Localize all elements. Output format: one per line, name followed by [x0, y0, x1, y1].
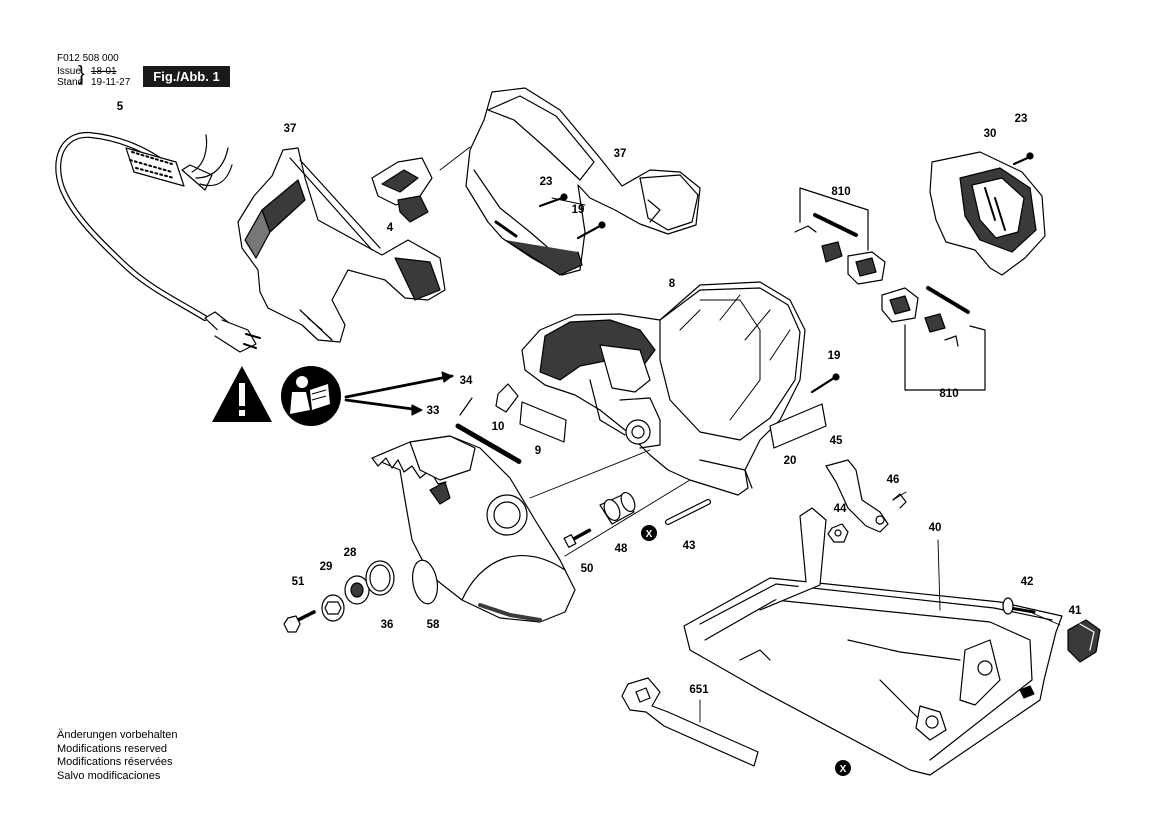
stand-label: Stand — [57, 77, 84, 88]
adjusting-knob — [1067, 619, 1101, 663]
motor-cap — [929, 151, 1046, 276]
part-label-46: 46 — [887, 474, 900, 486]
return-spring — [455, 397, 523, 465]
part-label-651: 651 — [689, 684, 709, 696]
motor-housing — [521, 281, 806, 496]
part-label-29: 29 — [320, 561, 333, 573]
hex-wrench — [621, 677, 759, 767]
part-label-23-cap: 23 — [1015, 113, 1028, 125]
brush-holder-set-upper — [794, 187, 886, 285]
clamp-washer — [344, 575, 370, 605]
pivot-pin — [665, 499, 711, 525]
part-label-28: 28 — [344, 547, 357, 559]
part-label-810-lower: 810 — [939, 388, 958, 400]
part-label-19-right: 19 — [828, 350, 841, 362]
label-plate-20 — [769, 403, 827, 449]
part-label-36: 36 — [381, 619, 394, 631]
part-label-33: 33 — [427, 405, 440, 417]
handle-half-right — [465, 87, 701, 276]
part-label-50: 50 — [581, 563, 594, 575]
part-label-34: 34 — [460, 375, 473, 387]
depth-lever — [825, 459, 889, 533]
part-label-4: 4 — [387, 222, 394, 234]
figure-label: Fig./Abb. 1 — [143, 66, 230, 87]
base-screw — [1002, 597, 1036, 615]
label-plate-10 — [495, 383, 519, 413]
handle-half-left — [237, 147, 446, 343]
lower-blade-guard — [371, 435, 576, 623]
part-label-37-left: 37 — [284, 123, 297, 135]
part-label-23-top: 23 — [540, 176, 553, 188]
hex-bolt — [283, 610, 316, 633]
part-label-45: 45 — [830, 435, 843, 447]
warning-icon — [212, 366, 272, 422]
screw-50 — [563, 528, 592, 548]
x-marker-label: X — [840, 764, 847, 775]
flange-washer — [321, 594, 345, 622]
spacer-ring — [365, 560, 395, 596]
part-label-30: 30 — [984, 128, 997, 140]
brush-holder-set-lower — [881, 286, 986, 391]
part-label-19-top: 19 — [572, 204, 585, 216]
note-line-de: Änderungen vorbehalten — [57, 729, 178, 741]
screw-19-top — [576, 221, 606, 240]
part-label-9: 9 — [535, 445, 541, 457]
part-label-44: 44 — [834, 503, 847, 515]
note-line-en: Modifications reserved — [57, 742, 168, 755]
trigger-switch — [371, 157, 433, 223]
issue-date: 18-01 — [91, 66, 117, 77]
bushing — [599, 491, 636, 525]
power-cord — [55, 131, 261, 353]
part-label-43: 43 — [683, 540, 696, 552]
part-label-37-right: 37 — [614, 148, 627, 160]
header-brace: } — [78, 63, 85, 85]
base-plate — [683, 507, 1063, 776]
clip-46 — [892, 493, 907, 509]
modification-notes: Änderungen vorbehalten Modifications res… — [57, 729, 177, 783]
part-label-40: 40 — [929, 522, 942, 534]
screw-23-cap — [1012, 152, 1034, 166]
note-line-fr: Modifications réservées — [57, 756, 173, 768]
label-plate-9 — [519, 401, 567, 443]
part-labels: 5 37 37 4 23 19 30 23 810 810 8 19 20 34… — [117, 101, 1082, 696]
issue-label: Issue — [57, 66, 81, 77]
part-label-5: 5 — [117, 101, 124, 113]
stand-date: 19-11-27 — [91, 77, 131, 88]
x-marker-icon: X — [641, 525, 657, 541]
part-label-41: 41 — [1069, 605, 1082, 617]
part-label-51: 51 — [292, 576, 305, 588]
part-label-8: 8 — [669, 278, 676, 290]
part-label-20: 20 — [784, 455, 797, 467]
part-label-10: 10 — [492, 421, 505, 433]
part-label-58: 58 — [427, 619, 440, 631]
screw-19-right — [810, 373, 840, 394]
part-label-810-upper: 810 — [831, 186, 850, 198]
x-marker-label: X — [646, 529, 653, 540]
read-manual-icon — [281, 366, 341, 426]
doc-number: F012 508 000 — [57, 53, 119, 64]
o-ring — [411, 559, 439, 605]
x-marker-icon-base: X — [835, 760, 851, 776]
part-label-48: 48 — [615, 543, 628, 555]
lock-nut — [827, 523, 849, 543]
part-label-42: 42 — [1021, 576, 1034, 588]
note-line-es: Salvo modificaciones — [57, 769, 161, 782]
